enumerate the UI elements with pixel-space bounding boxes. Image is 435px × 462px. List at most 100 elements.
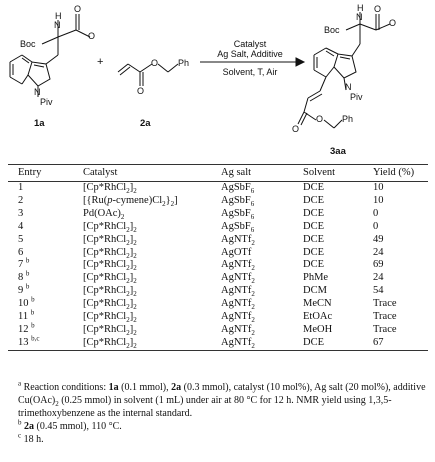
reaction-scheme: Boc N H O O N Piv 1a + O O Ph 2a Catalys… — [0, 0, 435, 162]
piv-label-1a: Piv — [40, 97, 53, 107]
yield-cell: 54 — [373, 285, 384, 297]
nh-label-1a: N — [54, 20, 61, 30]
catalyst-cell: [Cp*RhCl2]2 — [83, 272, 137, 286]
entry-cell: 3 — [18, 207, 24, 219]
catalyst-cell: [{Ru(p-cymene)Cl2}2] — [83, 194, 178, 208]
entry-cell: 6 — [18, 246, 24, 258]
ag-salt-cell: AgSbF6 — [221, 220, 255, 234]
ester-o-2a: O — [151, 58, 159, 68]
header-entry: Entry — [8, 164, 83, 182]
condition-solvent: Solvent, T, Air — [222, 67, 278, 77]
ph-label-2a: Ph — [178, 58, 190, 68]
condition-catalyst: Catalyst — [233, 39, 267, 49]
entry-cell: 10 b — [18, 295, 35, 310]
plus-sign: + — [97, 56, 104, 68]
yield-cell: 49 — [373, 233, 384, 245]
footnote-c: c 18 h. — [18, 431, 44, 445]
ag-salt-cell: AgSbF6 — [221, 207, 255, 221]
footnote-b-text: 2a (0.45 mmol), 110 °C. — [24, 421, 122, 432]
h-label-3aa: H — [357, 3, 364, 13]
solvent-cell: DCE — [303, 336, 373, 351]
catalyst-cell: Pd(OAc)2 — [83, 207, 125, 221]
footnote-b: b 2a (0.45 mmol), 110 °C. — [18, 418, 122, 432]
yield-cell: 67 — [373, 336, 428, 351]
ag-salt-cell: AgSbF6 — [221, 194, 255, 208]
carbonyl-o-2a: O — [137, 86, 145, 96]
footnote-a: a Reaction conditions: 1a (0.1 mmol), 2a… — [18, 379, 426, 419]
solvent-cell: PhMe — [303, 272, 329, 284]
carbonyl-o-3aa: O — [374, 4, 382, 14]
entry-cell: 1 — [18, 182, 24, 193]
ester-o-1a: O — [88, 31, 96, 41]
ag-salt-cell: AgNTf2 — [221, 259, 255, 273]
compound-label-1a: 1a — [34, 118, 45, 129]
yield-cell: Trace — [373, 323, 397, 335]
nh-label-3aa: N — [356, 12, 363, 22]
yield-cell: 10 — [373, 182, 384, 193]
boc-label-1a: Boc — [20, 39, 36, 49]
carbonyl-o-1a: O — [74, 4, 82, 14]
solvent-cell: DCE — [303, 207, 324, 219]
yield-cell: Trace — [373, 311, 397, 323]
footnote-a-text: Reaction conditions: 1a (0.1 mmol), 2a (… — [18, 382, 426, 419]
table-header-row: Entry Catalyst Ag salt Solvent Yield (%) — [8, 164, 428, 182]
table-row: 6 [Cp*RhCl2]2 AgOTf DCE 24 — [8, 247, 428, 260]
catalyst-cell: [Cp*RhCl2]2 — [83, 311, 137, 325]
header-catalyst: Catalyst — [83, 164, 221, 182]
condition-salt-additive: Ag Salt, Additive — [217, 49, 283, 59]
catalyst-cell: [Cp*RhCl2]2 — [83, 259, 137, 273]
table-row: 3 Pd(OAc)2 AgSbF6 DCE 0 — [8, 208, 428, 221]
compound-label-3aa: 3aa — [330, 146, 346, 157]
ag-salt-cell: AgNTf2 — [221, 272, 255, 286]
yield-cell: 24 — [373, 272, 384, 284]
ester-o-3aa: O — [389, 18, 397, 28]
solvent-cell: DCE — [303, 220, 324, 232]
header-ag-salt: Ag salt — [221, 164, 303, 182]
ag-salt-cell: AgOTf — [221, 246, 252, 258]
solvent-cell: DCE — [303, 233, 324, 245]
solvent-cell: DCE — [303, 246, 324, 258]
solvent-cell: DCE — [303, 259, 324, 271]
footnote-c-text: 18 h. — [23, 434, 44, 445]
ph-label-3aa: Ph — [342, 114, 354, 124]
scheme-drawing — [9, 12, 391, 129]
header-solvent: Solvent — [303, 164, 373, 182]
entry-cell: 5 — [18, 233, 24, 245]
header-yield: Yield (%) — [373, 164, 428, 182]
entry-cell: 2 — [18, 194, 24, 206]
indole-n-3aa: N — [345, 82, 352, 92]
solvent-cell: EtOAc — [303, 311, 333, 323]
solvent-cell: MeOH — [303, 323, 333, 335]
ag-salt-cell: AgNTf2 — [221, 336, 303, 351]
entry-cell: 4 — [18, 220, 24, 232]
catalyst-cell: [Cp*RhCl2]2 — [83, 182, 137, 196]
catalyst-cell: [Cp*RhCl2]2 — [83, 323, 137, 338]
ag-salt-cell: AgNTf2 — [221, 311, 255, 325]
catalyst-cell: [Cp*RhCl2]2 — [83, 246, 137, 260]
ag-salt-cell: AgNTf2 — [221, 298, 255, 312]
solvent-cell: DCM — [303, 285, 327, 297]
entry-cell: 7 b — [18, 256, 30, 271]
entry-cell: 8 b — [18, 269, 30, 284]
solvent-cell: DCE — [303, 194, 324, 206]
h-label-1a: H — [55, 11, 62, 21]
entry-cell: 13 b,c — [8, 335, 83, 351]
yield-cell: 0 — [373, 220, 379, 232]
yield-cell: 24 — [373, 246, 384, 258]
yield-cell: 0 — [373, 207, 379, 219]
table-row: 11 b [Cp*RhCl2]2 AgNTf2 EtOAc Trace — [8, 308, 428, 325]
catalyst-cell: [Cp*RhCl2]2 — [83, 233, 137, 247]
ag-salt-cell: AgNTf2 — [221, 323, 255, 338]
optimization-table: Entry Catalyst Ag salt Solvent Yield (%)… — [8, 164, 428, 351]
boc-label-3aa: Boc — [324, 25, 340, 35]
entry-cell: 11 b — [18, 308, 35, 323]
